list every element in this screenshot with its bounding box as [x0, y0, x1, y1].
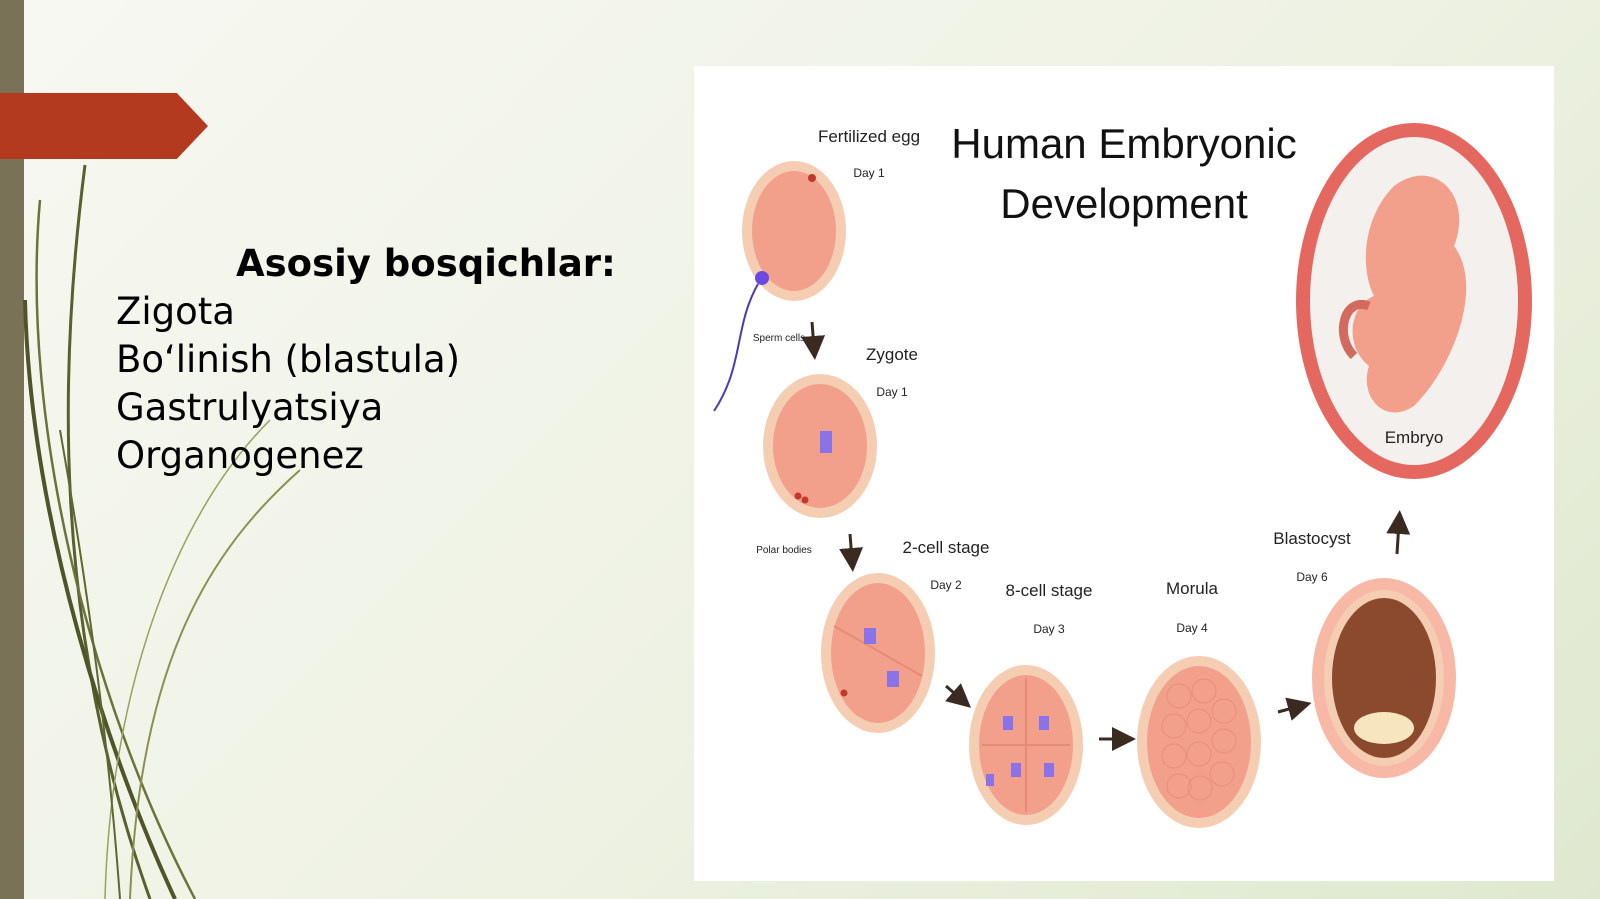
arrow-icon: [945, 683, 972, 708]
eight-cell-illustration: [969, 665, 1083, 825]
arrow-icon: [839, 533, 864, 572]
polar-bodies-label: Polar bodies: [756, 545, 812, 556]
stage-day-blastocyst: Day 6: [1296, 570, 1328, 584]
diagram-title-line1: Human Embryonic: [951, 120, 1296, 167]
stage-label-embryo: Embryo: [1385, 428, 1444, 447]
stage-day-fertilized-egg: Day 1: [853, 166, 885, 180]
list-item: Gastrulyatsiya: [116, 386, 384, 429]
title-banner: [0, 93, 208, 159]
list-item: Bo‘linish (blastula): [116, 338, 461, 381]
stage-label-zygote: Zygote: [866, 345, 918, 364]
grass-decoration: [23, 164, 301, 899]
embryo-illustration: [1296, 123, 1532, 479]
slide-heading: Asosiy bosqichlar:: [236, 242, 616, 285]
two-cell-illustration: [821, 573, 935, 733]
stage-label-8-cell: 8-cell stage: [1006, 581, 1093, 600]
blastocyst-illustration: [1312, 578, 1456, 778]
list-item: Zigota: [116, 290, 235, 333]
stage-label-blastocyst: Blastocyst: [1273, 529, 1351, 548]
morula-illustration: [1137, 656, 1261, 828]
stage-label-morula: Morula: [1166, 579, 1219, 598]
sperm-cells-label: Sperm cells: [753, 333, 805, 344]
slide-text: Asosiy bosqichlar: Zigota Bo‘linish (bla…: [116, 240, 616, 480]
stage-label-2-cell: 2-cell stage: [903, 538, 990, 557]
diagram-title-line2: Development: [1000, 180, 1248, 227]
arrow-icon: [801, 321, 826, 360]
stage-day-8-cell: Day 3: [1033, 622, 1065, 636]
list-item: Organogenez: [116, 434, 364, 477]
stage-label-fertilized-egg: Fertilized egg: [818, 127, 920, 146]
fertilized-egg-illustration: [713, 161, 846, 412]
stage-day-morula: Day 4: [1176, 621, 1208, 635]
arrow-icon: [1386, 510, 1411, 555]
embryo-diagram-image: Human Embryonic Development Fertilized e…: [694, 66, 1554, 881]
arrow-icon: [1277, 697, 1312, 721]
stage-day-zygote: Day 1: [876, 385, 908, 399]
stage-day-2-cell: Day 2: [930, 578, 962, 592]
embryo-diagram: Human Embryonic Development Fertilized e…: [713, 120, 1532, 828]
zygote-illustration: [763, 374, 877, 518]
